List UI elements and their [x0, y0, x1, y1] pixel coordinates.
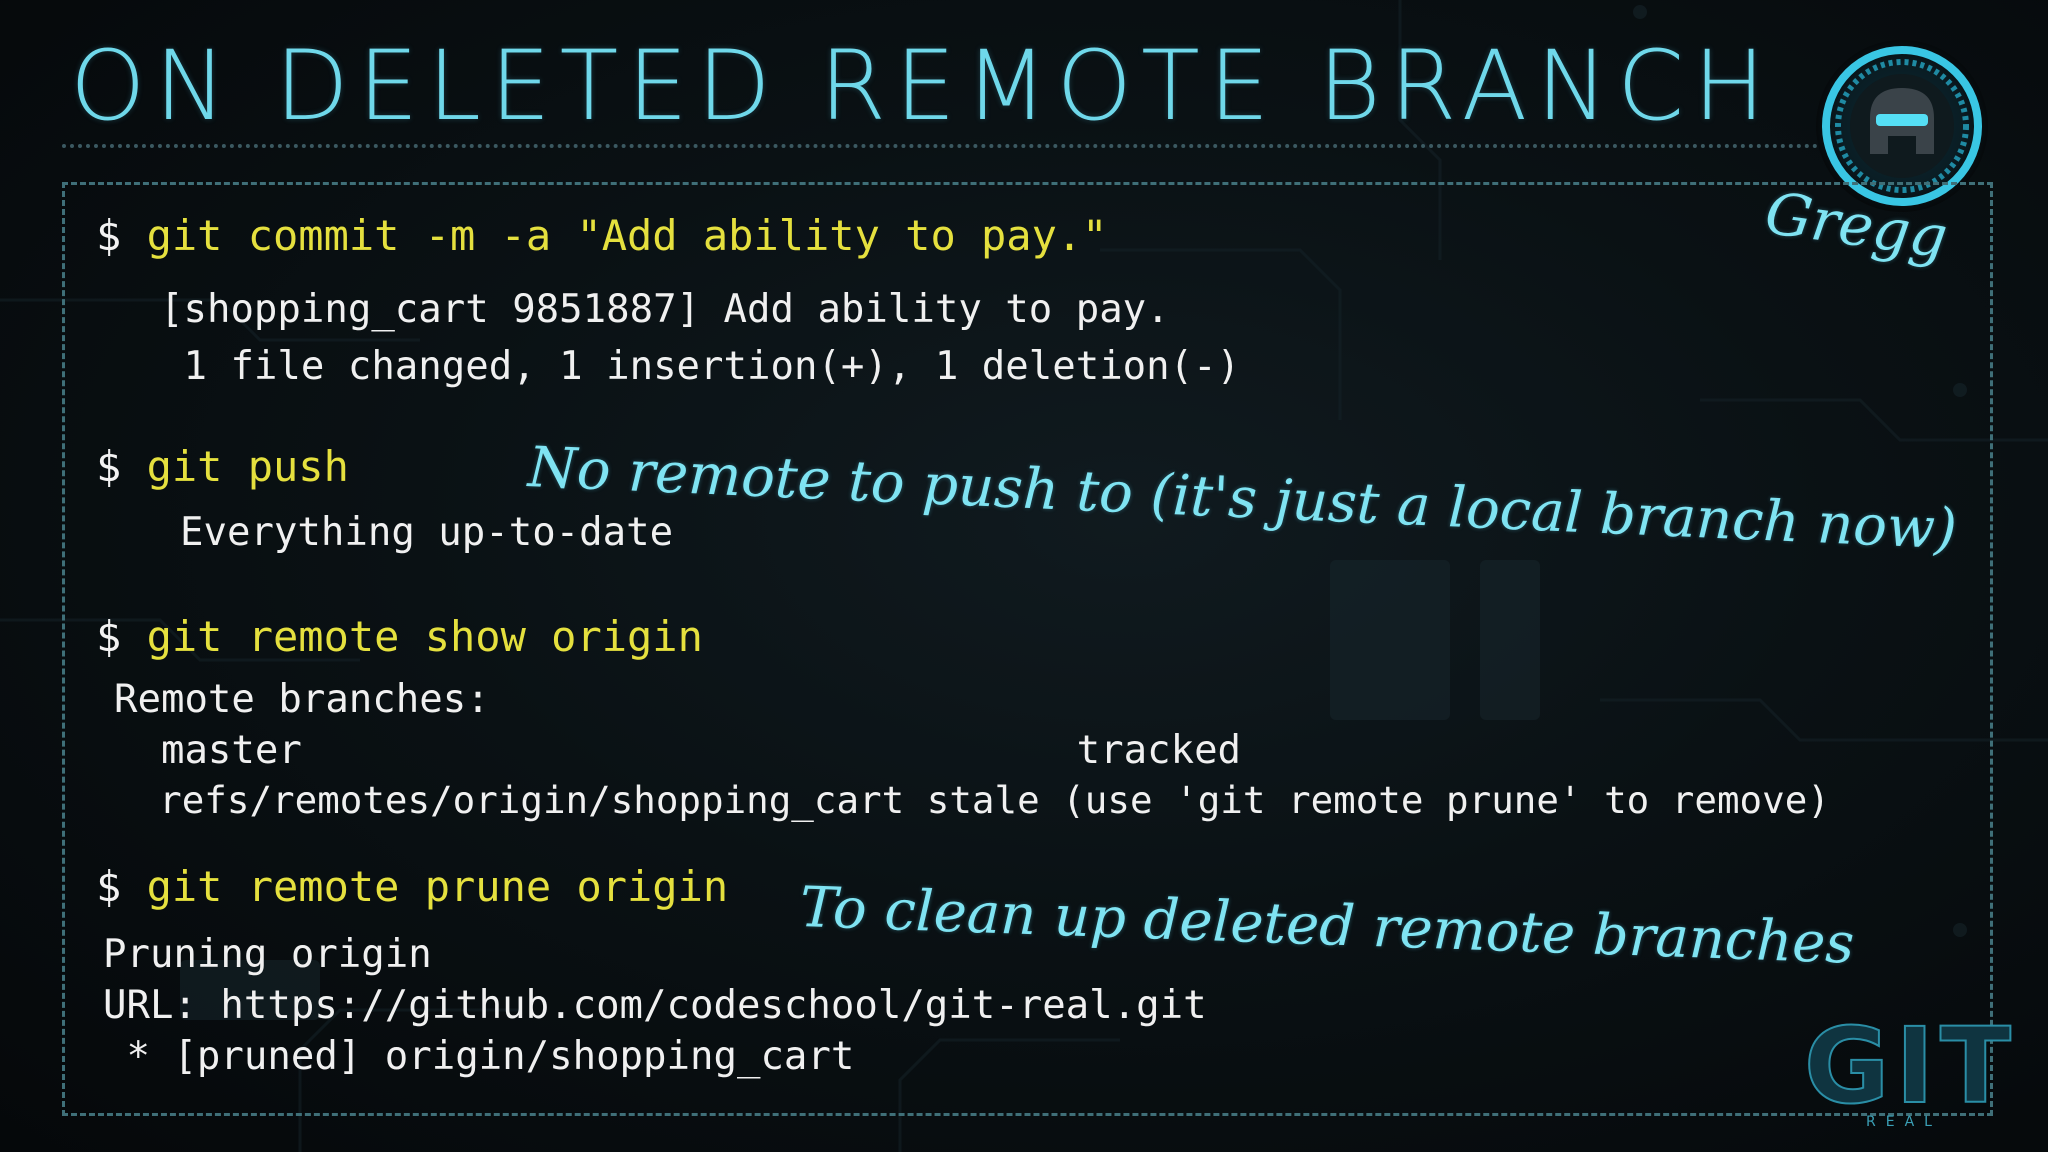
prune-output-line: Pruning origin [103, 932, 432, 977]
title-divider [62, 144, 1827, 148]
remote-show-output-line: refs/remotes/origin/shopping_cart stale … [114, 778, 1830, 822]
command-push: $ git push [96, 446, 349, 488]
command-text: git commit -m -a "Add ability to pay." [146, 211, 1108, 260]
prompt: $ [96, 442, 147, 491]
prune-output-line: URL: https://github.com/codeschool/git-r… [103, 983, 1207, 1028]
command-commit: $ git commit -m -a "Add ability to pay." [96, 215, 1107, 257]
prompt: $ [96, 862, 147, 911]
logo-subtext: REAL [1866, 1114, 1942, 1130]
command-remote-prune: $ git remote prune origin [96, 866, 728, 908]
helmet-icon [1816, 40, 1988, 212]
command-text: git remote show origin [146, 612, 703, 661]
logo-text: GIT [1804, 1010, 2017, 1127]
prune-output-line: * [pruned] origin/shopping_cart [103, 1034, 855, 1079]
command-text: git push [146, 442, 349, 491]
prompt: $ [96, 211, 147, 260]
command-text: git remote prune origin [146, 862, 729, 911]
commit-output-line: 1 file changed, 1 insertion(+), 1 deleti… [160, 344, 1241, 389]
prompt: $ [96, 612, 147, 661]
git-real-logo: GIT REAL [1803, 1010, 2017, 1130]
slide-title: ON DELETED REMOTE BRANCH [70, 30, 1775, 142]
command-remote-show: $ git remote show origin [96, 616, 703, 658]
remote-show-output-line: Remote branches: [114, 677, 490, 722]
commit-output-line: [shopping_cart 9851887] Add ability to p… [160, 287, 1170, 332]
push-output-line: Everything up-to-date [180, 510, 674, 555]
remote-show-output-line: master tracked [114, 728, 1242, 773]
terminal-code-box [62, 182, 1993, 1116]
